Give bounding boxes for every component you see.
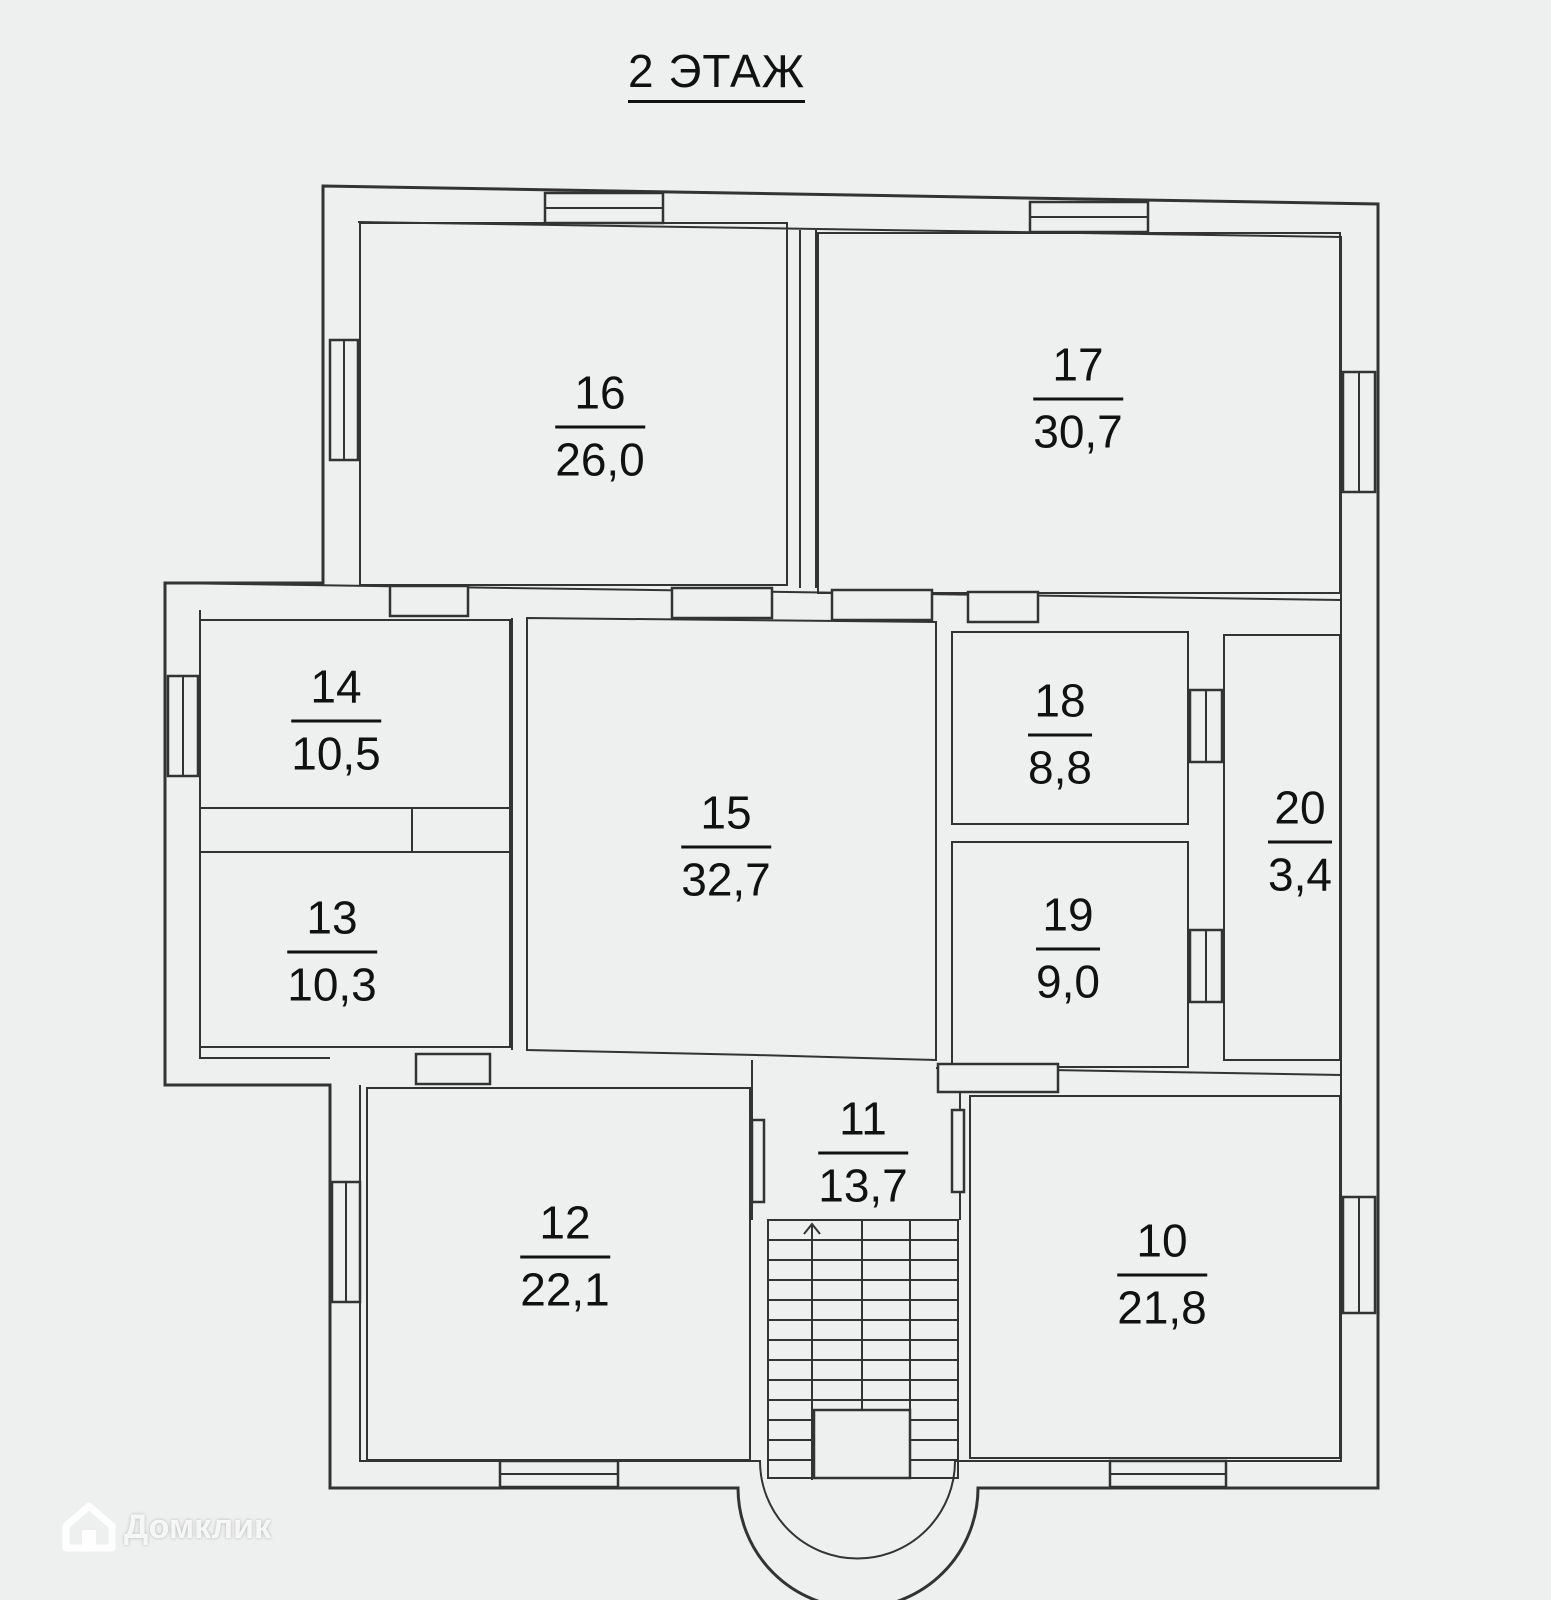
room-number: 17 — [1033, 342, 1123, 401]
room-number: 15 — [681, 790, 771, 849]
room-area: 30,7 — [1033, 405, 1123, 458]
room-label-17: 17 30,7 — [1033, 342, 1123, 455]
room-number: 13 — [287, 895, 377, 954]
room-label-15: 15 32,7 — [681, 790, 771, 903]
room-label-11: 11 13,7 — [818, 1096, 908, 1209]
room-label-10: 10 21,8 — [1117, 1218, 1207, 1331]
room-number: 12 — [520, 1200, 610, 1259]
room-area: 32,7 — [681, 853, 771, 906]
room-area: 10,5 — [291, 727, 381, 780]
room-number: 19 — [1036, 892, 1100, 951]
room-13-outline — [199, 851, 511, 1048]
room-area: 8,8 — [1028, 741, 1092, 794]
room-number: 20 — [1268, 785, 1332, 844]
room-label-18: 18 8,8 — [1028, 678, 1092, 791]
room-10-outline — [969, 1095, 1341, 1459]
room-area: 3,4 — [1268, 848, 1332, 901]
room-area: 10,3 — [287, 958, 377, 1011]
room-number: 18 — [1028, 678, 1092, 737]
room-number: 10 — [1117, 1218, 1207, 1277]
room-label-14: 14 10,5 — [291, 664, 381, 777]
room-label-16: 16 26,0 — [555, 370, 645, 483]
room-number: 16 — [555, 370, 645, 429]
room-area: 26,0 — [555, 433, 645, 486]
house-logo-icon — [62, 1502, 116, 1552]
room-area: 22,1 — [520, 1263, 610, 1316]
outer-wall-inner — [357, 221, 1342, 1560]
room-number: 14 — [291, 664, 381, 723]
room-number: 11 — [818, 1096, 908, 1155]
watermark-text: Домклик — [124, 1507, 272, 1546]
room-14-outline — [199, 619, 511, 809]
room-area: 9,0 — [1036, 955, 1100, 1008]
room-label-13: 13 10,3 — [287, 895, 377, 1008]
windows — [166, 191, 1377, 1489]
room-area: 21,8 — [1117, 1281, 1207, 1334]
room-19-outline — [951, 841, 1189, 1068]
staircase — [767, 1219, 959, 1480]
watermark: Домклик — [60, 1500, 271, 1554]
room-label-19: 19 9,0 — [1036, 892, 1100, 1005]
outer-wall — [163, 184, 1380, 1600]
room-area: 13,7 — [818, 1159, 908, 1212]
room-label-20: 20 3,4 — [1268, 785, 1332, 898]
room-15-outline — [526, 616, 937, 1062]
room-label-12: 12 22,1 — [520, 1200, 610, 1313]
room-20-outline — [1223, 634, 1341, 1061]
doors — [388, 584, 1060, 1204]
room-18-outline — [951, 631, 1189, 825]
floor-title: 2 ЭТАЖ — [628, 44, 806, 103]
